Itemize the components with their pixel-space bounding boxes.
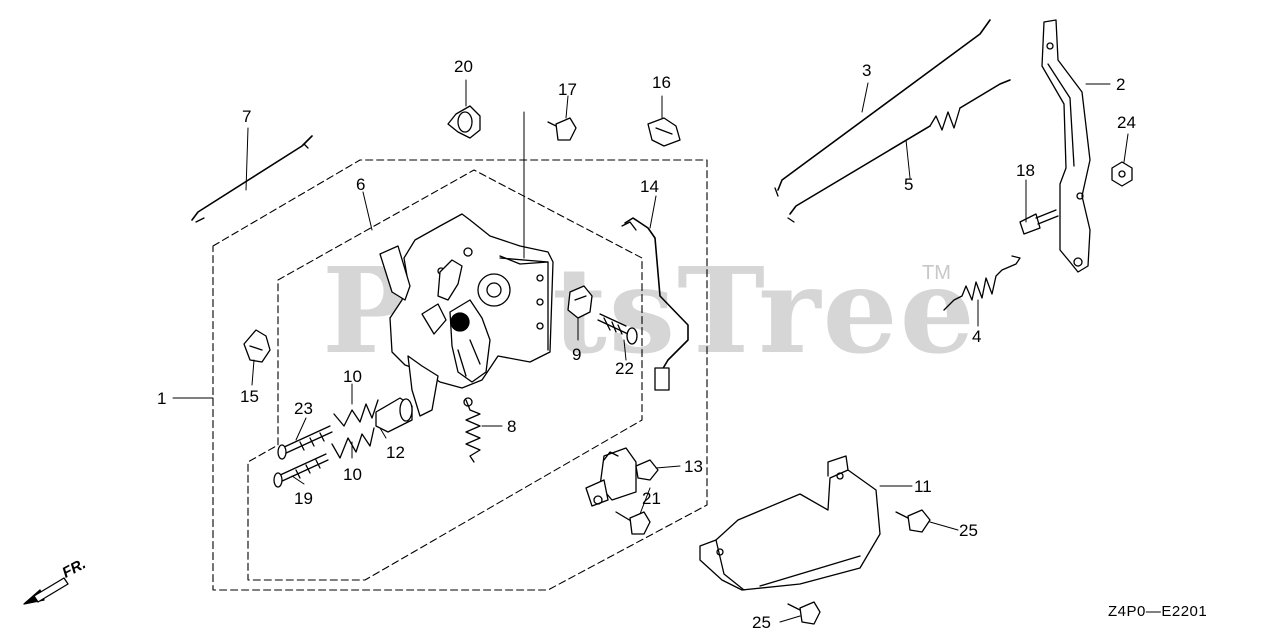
callout-18: 18 <box>1016 161 1035 180</box>
part-24-nut <box>1111 161 1133 187</box>
part-12-collar <box>375 397 413 433</box>
callout-4: 4 <box>972 327 982 346</box>
callout-25-right: 25 <box>959 521 978 540</box>
callout-2: 2 <box>1116 75 1126 94</box>
callout-21: 21 <box>642 489 661 508</box>
callout-25-bottom: 25 <box>752 613 771 632</box>
part-5-cable <box>787 79 1011 223</box>
part-3-rod <box>774 19 991 197</box>
part-25-bolt-right <box>895 509 931 533</box>
part-23-screw <box>277 425 333 460</box>
assembly-1-outline <box>212 159 708 591</box>
callout-5: 5 <box>904 175 914 194</box>
callout-6: 6 <box>356 175 366 194</box>
part-19-screw <box>273 453 329 488</box>
part-16-clamp <box>647 117 681 147</box>
leader-lines <box>172 79 1129 623</box>
part-9-clip <box>567 285 593 319</box>
callout-22: 22 <box>615 359 634 378</box>
part-15-clip <box>243 329 271 363</box>
callout-19: 19 <box>294 489 313 508</box>
callout-13: 13 <box>684 457 703 476</box>
part-18-bolt <box>1019 209 1059 235</box>
callout-10-lower: 10 <box>343 465 362 484</box>
part-17-bolt <box>547 117 577 141</box>
callout-11: 11 <box>914 477 932 496</box>
part-25-bolt-bottom <box>787 601 821 625</box>
callout-20: 20 <box>454 57 473 76</box>
part-7-rod <box>191 135 313 223</box>
callout-9: 9 <box>572 345 582 364</box>
callout-3: 3 <box>862 61 872 80</box>
part-13-switch <box>585 447 659 507</box>
part-10-spring-upper <box>333 399 379 427</box>
diagram-reference-code: Z4P0—E2201 <box>1108 603 1208 620</box>
callout-23: 23 <box>294 399 313 418</box>
callout-16: 16 <box>652 73 671 92</box>
watermark-trademark: TM <box>922 262 951 284</box>
part-10-spring-lower <box>331 427 375 459</box>
callout-24: 24 <box>1117 113 1136 132</box>
control-base-plate <box>379 213 554 417</box>
part-2-lever <box>1041 19 1091 273</box>
part-11-cover <box>699 455 881 591</box>
part-8-spring <box>463 397 481 463</box>
callout-1: 1 <box>157 389 167 408</box>
part-21-screw <box>615 511 651 535</box>
callout-15: 15 <box>240 387 259 406</box>
callout-14: 14 <box>640 177 659 196</box>
part-22-screw <box>597 313 638 345</box>
callout-7: 7 <box>242 107 252 126</box>
assembly-6-outline <box>247 169 643 581</box>
part-20-clamp <box>447 105 481 139</box>
front-direction-arrow <box>23 577 69 605</box>
callout-10-upper: 10 <box>343 367 362 386</box>
callout-12: 12 <box>386 443 405 462</box>
callout-8: 8 <box>507 417 517 436</box>
callout-17: 17 <box>558 80 577 99</box>
part-14-wire <box>621 217 689 391</box>
part-4-spring <box>943 255 1021 311</box>
